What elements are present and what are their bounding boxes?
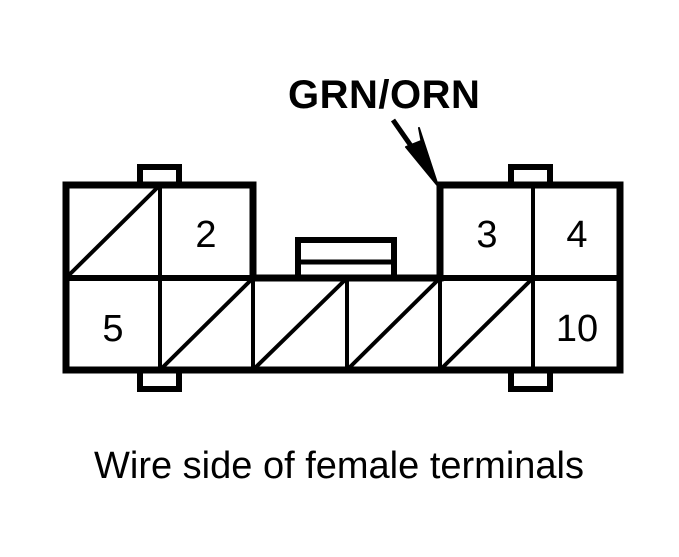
cell-grid-lines: [66, 185, 620, 370]
arrow-head-icon: [405, 127, 439, 187]
diagonal-pin-9: [440, 278, 533, 370]
diagram-caption: Wire side of female terminals: [94, 445, 584, 487]
pin-label-3: 3: [476, 214, 497, 256]
pin-label-10: 10: [556, 308, 598, 350]
wire-callout-arrow: [390, 118, 439, 187]
diagonal-pin-1: [66, 185, 160, 278]
pin-label-4: 4: [566, 214, 587, 256]
diagonal-pin-8: [347, 278, 440, 370]
pin-number-labels: 2 3 4 5 10: [102, 214, 598, 350]
wire-color-label: GRN/ORN: [288, 73, 480, 117]
diagonal-pin-6: [160, 278, 253, 370]
pin-label-2: 2: [195, 214, 216, 256]
pin-label-5: 5: [102, 308, 123, 350]
center-keyway: [295, 237, 397, 281]
diagonal-pin-7: [253, 278, 347, 370]
blocked-cavity-diagonals: [66, 185, 533, 370]
center-keyway-body: [295, 237, 397, 281]
